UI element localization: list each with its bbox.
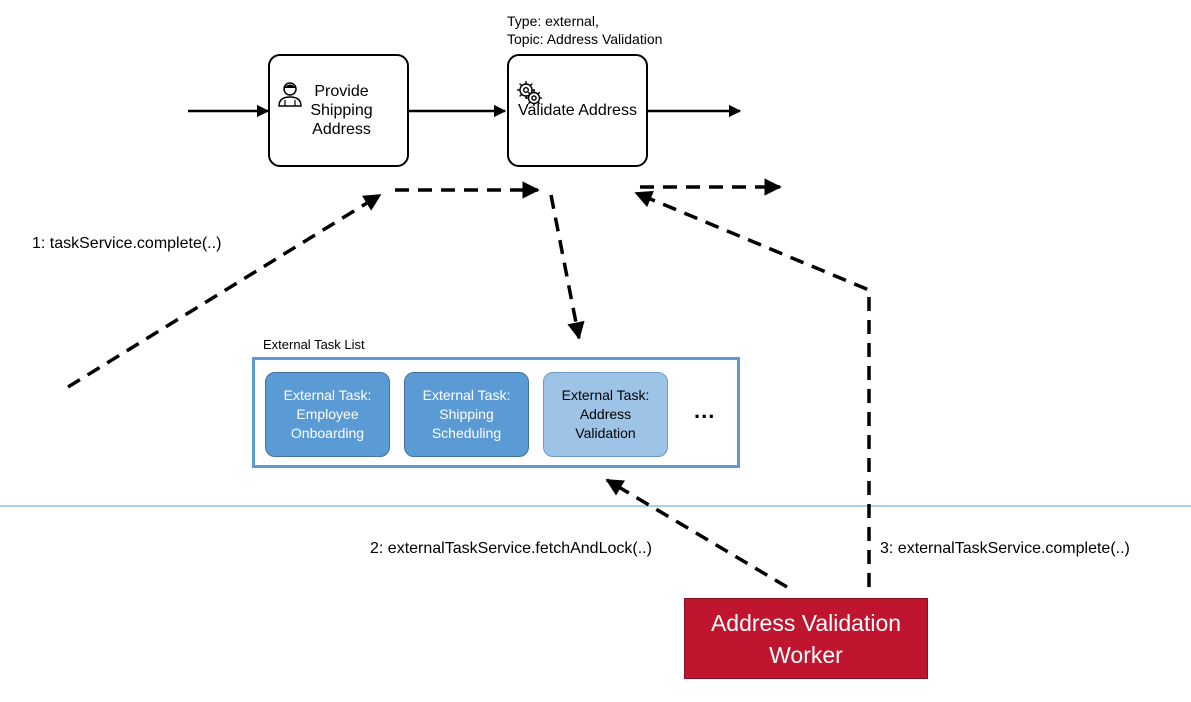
service-task-label: Validate Address	[518, 102, 637, 119]
external-task-complete-label: 3: externalTaskService.complete(..)	[880, 540, 1130, 557]
complete-call-arrow	[67, 193, 382, 389]
user-task-provide-shipping-address[interactable]: Provide Shipping Address	[268, 54, 409, 167]
worker-complete-arrow	[634, 190, 871, 587]
user-icon	[276, 60, 304, 112]
more-tasks-ellipsis: ...	[694, 398, 716, 423]
external-task-list-title: External Task List	[263, 337, 365, 352]
external-task-address-validation[interactable]: External Task: Address Validation	[543, 372, 668, 457]
fetch-and-lock-label: 2: externalTaskService.fetchAndLock(..)	[370, 540, 652, 557]
user-task-label: Provide Shipping Address	[310, 83, 373, 138]
external-task-employee-onboarding[interactable]: External Task: Employee Onboarding	[265, 372, 390, 457]
service-task-annotation: Type: external, Topic: Address Validatio…	[507, 13, 663, 47]
gear-icon	[515, 60, 545, 114]
address-validation-worker[interactable]: Address Validation Worker	[684, 598, 928, 679]
create-external-task-arrow	[549, 194, 585, 340]
service-task-validate-address[interactable]: Validate Address	[507, 54, 648, 167]
external-task-shipping-scheduling[interactable]: External Task: Shipping Scheduling	[404, 372, 529, 457]
task-service-complete-label: 1: taskService.complete(..)	[32, 235, 222, 252]
fetch-lock-arrow	[605, 478, 788, 589]
